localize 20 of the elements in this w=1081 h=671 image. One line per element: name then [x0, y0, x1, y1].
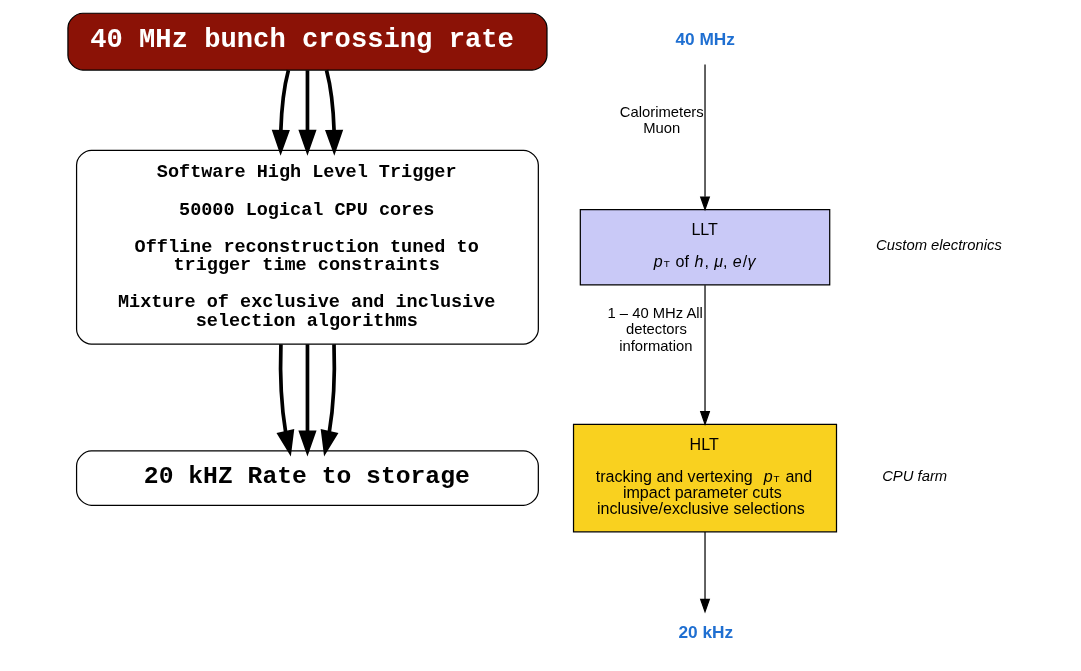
edge-label: Calorimeters Muon [619, 103, 704, 136]
node-text: 20 kHz [678, 622, 734, 643]
arrow [276, 344, 295, 457]
arrow [298, 344, 317, 457]
arrow [699, 64, 711, 212]
node-box: Software High Level Trigger 50000 Logical CPU cores Offline reconstruction tuned to trigger time constraints Mixture of exclusive and inclusive selection algorithms [75, 149, 539, 345]
node-text: 40 MHz [675, 28, 735, 49]
node-box: LLT pT of h, μ, e/γ [579, 208, 831, 286]
node-label: CPU farm [882, 467, 948, 484]
edge-label: 1 – 40 MHz All detectors information [607, 305, 703, 354]
arrow [699, 284, 711, 426]
node-label: Custom electronics [876, 236, 1002, 253]
arrow [699, 531, 711, 614]
arrow [298, 70, 317, 156]
arrow [324, 69, 344, 156]
node-box: HLT tracking and vertexing pT and impact parameter cuts inclusive/exclusive selections [572, 423, 838, 533]
arrow [320, 344, 339, 457]
arrow [271, 69, 291, 156]
node-box: 20 kHZ Rate to storage [75, 450, 539, 506]
node-box: 40 MHz bunch crossing rate [67, 12, 548, 71]
